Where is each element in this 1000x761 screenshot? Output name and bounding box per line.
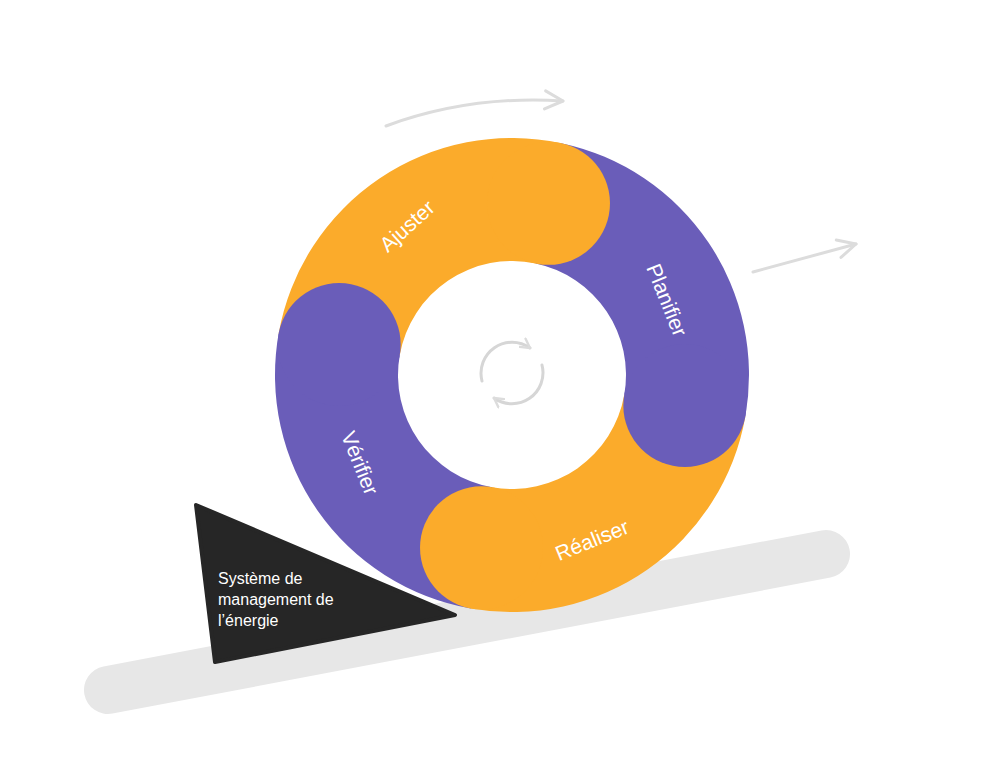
motion-arrow: [753, 244, 856, 272]
segment-cap: [278, 283, 401, 406]
cycle-icon: [481, 342, 543, 404]
pdca-ring: [275, 138, 749, 612]
wedge-label: Système de management de l’énergie: [218, 569, 353, 631]
motion-arrow: [386, 100, 563, 126]
wedge: [196, 505, 455, 662]
segment-cap: [420, 486, 543, 609]
system-label: Système de management de l’énergie: [218, 569, 353, 631]
segment-cap: [487, 142, 610, 265]
segment-cap: [623, 344, 746, 467]
